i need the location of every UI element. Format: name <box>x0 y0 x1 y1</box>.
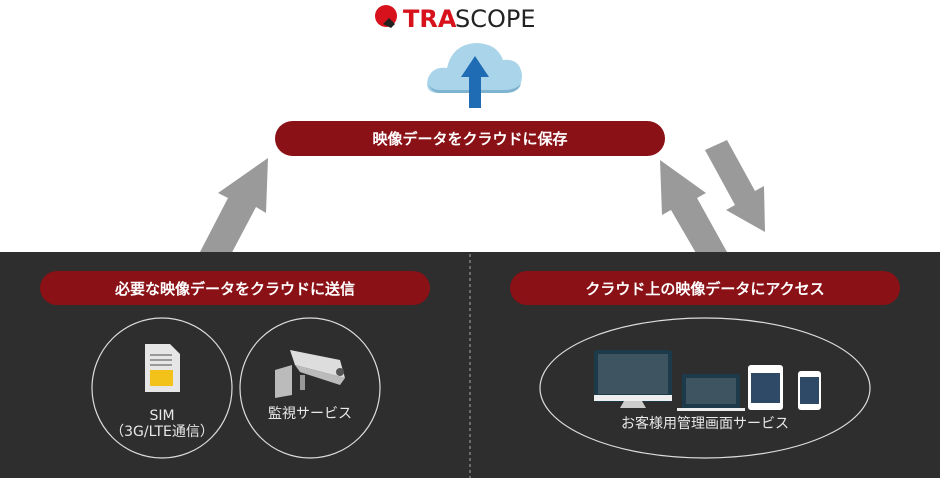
send-data-pill <box>40 271 430 305</box>
camera-label: 監視サービス <box>268 405 352 422</box>
download-arrow-up-icon <box>660 160 727 260</box>
sim-circle <box>91 317 233 459</box>
devices-ellipse <box>539 317 871 459</box>
laptop-icon <box>677 374 745 411</box>
sim-sublabel: （3G/LTE通信） <box>110 424 214 440</box>
logo-text-red: TRA <box>403 5 457 33</box>
trascope-logo: TRA SCOPE <box>373 5 536 33</box>
access-data-pill <box>510 271 900 305</box>
camera-circle <box>239 317 381 459</box>
security-camera-icon <box>275 350 345 398</box>
left-panel-title: 必要な映像データをクラウドに送信 <box>114 280 355 298</box>
cloud-storage-pill <box>275 121 665 156</box>
sim-label: SIM <box>149 408 174 424</box>
cloud-upload-icon <box>427 43 522 108</box>
desktop-monitor-icon <box>594 350 672 408</box>
upload-arrow-icon <box>200 158 268 260</box>
cloud-storage-label: 映像データをクラウドに保存 <box>372 130 567 148</box>
logo-text-dark: SCOPE <box>455 5 536 33</box>
download-arrow-down-icon <box>705 140 765 232</box>
right-panel-title: クラウド上の映像データにアクセス <box>585 280 824 298</box>
sim-card-icon <box>145 344 180 392</box>
devices-label: お客様用管理画面サービス <box>621 415 789 432</box>
tablet-icon <box>748 365 783 410</box>
smartphone-icon <box>798 371 821 410</box>
